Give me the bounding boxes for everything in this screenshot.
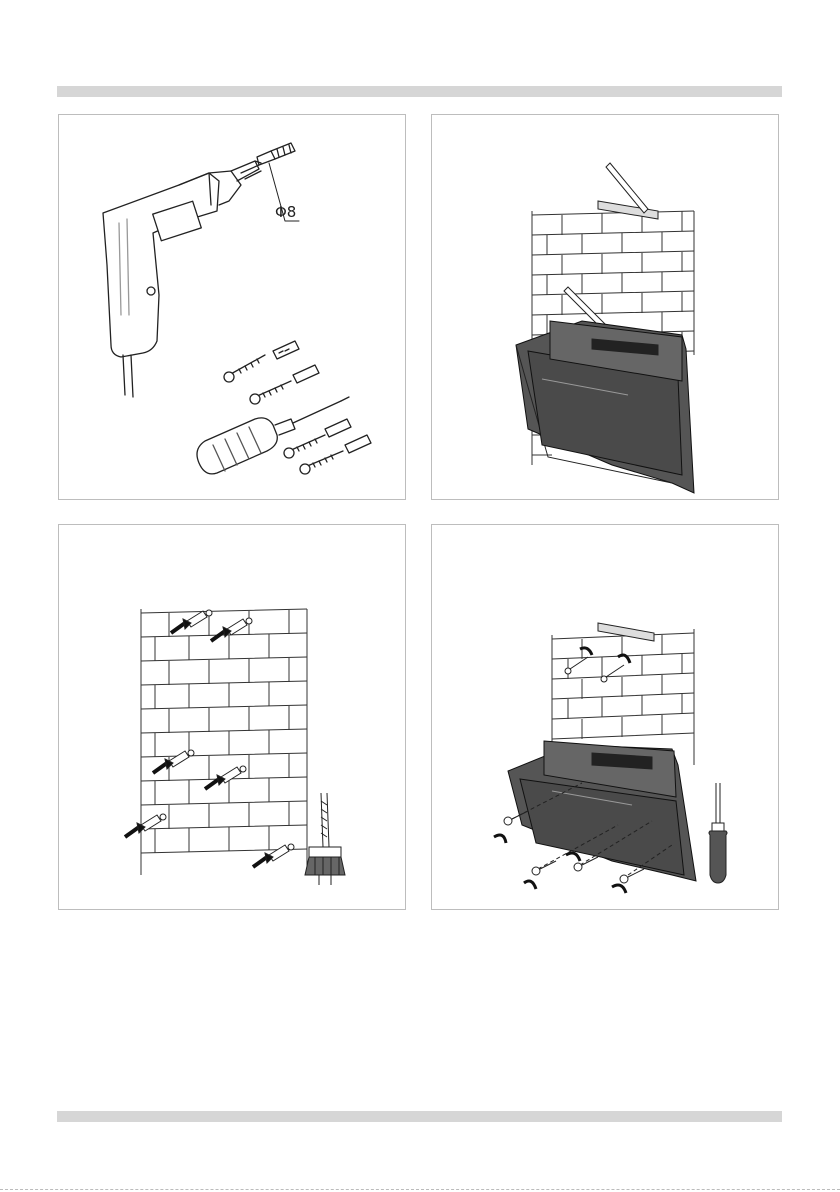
step-4-panel — [431, 524, 779, 910]
cooker-hood-icon — [508, 741, 696, 881]
hood-fixing-illustration — [432, 525, 778, 909]
drill-chuck-icon — [305, 793, 345, 885]
brick-wall — [141, 609, 307, 875]
drill-and-fixings-illustration — [59, 115, 405, 499]
hood-marking-illustration — [432, 115, 778, 499]
drill-bit-size-label: Φ8 — [275, 203, 296, 221]
page-edge-dots — [0, 1189, 840, 1190]
wall-bracket-icon — [598, 623, 654, 641]
wall-plug-insertion-illustration — [59, 525, 405, 909]
screwdriver-icon — [197, 397, 349, 474]
screwdriver-icon — [709, 783, 727, 883]
step-3-panel — [58, 524, 406, 910]
cooker-hood-icon — [516, 321, 694, 493]
footer-rule — [57, 1111, 782, 1122]
step-2-panel — [431, 114, 779, 500]
wall-bracket-icon — [598, 201, 658, 219]
header-rule — [57, 86, 782, 97]
step-1-panel: Φ8 — [58, 114, 406, 500]
